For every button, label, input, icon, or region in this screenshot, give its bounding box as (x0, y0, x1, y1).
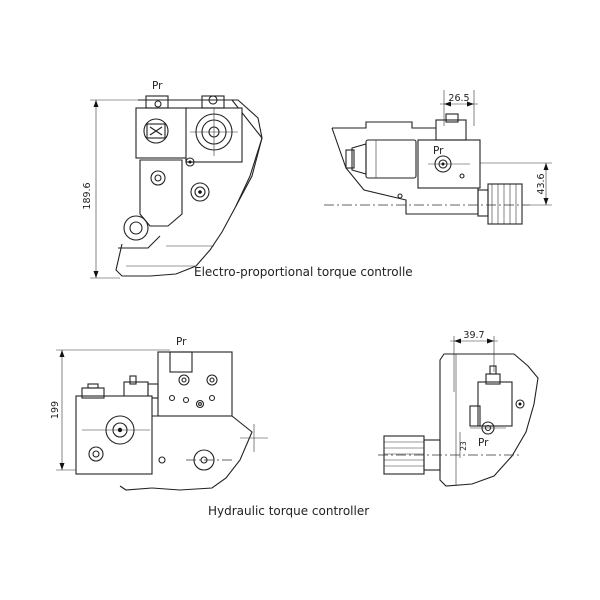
hy-side-small-dim: 23 (459, 441, 468, 451)
ep-side-right-dim: 43.6 (536, 173, 547, 194)
ep-front-pr-label: Pr (152, 80, 163, 92)
hy-front-height-dim: 199 (50, 401, 61, 419)
ep-side-view: 26.5 43.6 Pr (324, 90, 552, 225)
hy-front-view: 199 Pr (50, 336, 268, 491)
hy-side-top-dim: 39.7 (463, 330, 484, 341)
hy-caption: Hydraulic torque controller (208, 504, 369, 518)
ep-side-pr-label: Pr (433, 145, 444, 157)
ep-caption: Electro-proportional torque controlle (194, 265, 413, 279)
hy-side-view: 39.7 Pr 23 (378, 330, 539, 487)
ep-front-height-dim: 189.6 (82, 182, 93, 209)
ep-front-view: 189.6 Pr (82, 80, 263, 279)
hy-side-pr-label: Pr (478, 437, 489, 449)
ep-side-top-dim: 26.5 (448, 93, 469, 104)
hy-front-pr-label: Pr (176, 336, 187, 348)
